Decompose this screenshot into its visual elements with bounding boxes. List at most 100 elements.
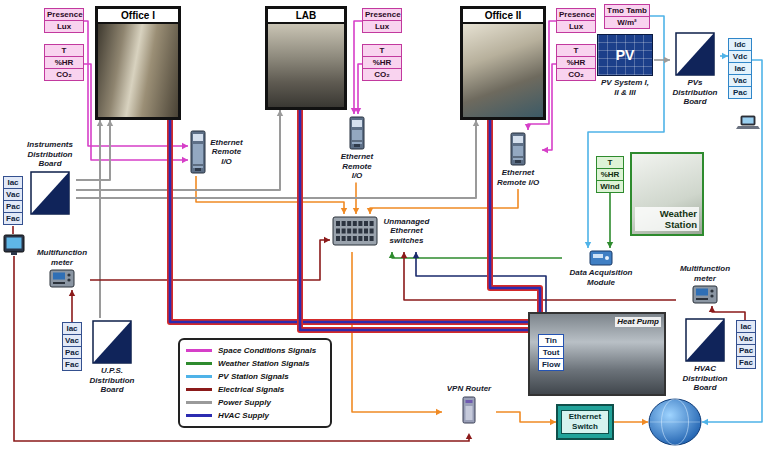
- drawing-part: [710, 289, 713, 292]
- hvac-supply-blue: [170, 120, 528, 322]
- hvac-supply-red: [170, 120, 528, 322]
- drawing-part: [358, 221, 362, 226]
- drawing-part: [675, 32, 715, 76]
- signal-connector: [76, 120, 113, 180]
- drawing-part: [649, 399, 701, 445]
- pv-array: PV PV System I, II & III: [596, 32, 654, 99]
- arrow-head: [585, 242, 591, 248]
- hvac-supply-line: [170, 120, 528, 322]
- drawing-part: [49, 269, 75, 288]
- drawing-part: [190, 130, 206, 174]
- signal-connector: [389, 252, 562, 258]
- connector-line: [196, 176, 344, 214]
- legend-row: Electrical Signals: [186, 383, 324, 396]
- electrical-wire: [14, 256, 469, 441]
- heat-pump: Heat PumpTinToutFlow: [528, 312, 666, 396]
- drawing-part: [513, 157, 523, 158]
- drawing-part: [589, 250, 613, 266]
- device-label: Instruments Distribution Board: [26, 140, 74, 169]
- signal-cell: Fac: [62, 358, 82, 371]
- device-label: Ethernet Remote I/O: [496, 168, 540, 187]
- signal-cell: W/m²: [604, 16, 650, 29]
- distribution-board: HVAC Distribution Board: [678, 316, 732, 395]
- drawing-part: [686, 319, 724, 361]
- arrow-head: [642, 419, 648, 425]
- drawing-part: [7, 238, 22, 249]
- drawing-part: [53, 273, 65, 280]
- room-photo: Office I: [95, 6, 181, 120]
- signal-connector: [76, 110, 283, 190]
- sensor-box: PresenceLux: [556, 8, 596, 33]
- legend-row: Power Supply: [186, 396, 324, 409]
- signal-connector: [97, 120, 103, 318]
- drawing-part: [53, 282, 65, 284]
- connector-line: [392, 252, 562, 258]
- legend-row: Weather Station Signals: [186, 357, 324, 370]
- device-label: VPN Router: [447, 384, 491, 394]
- drawing-part: [342, 221, 346, 226]
- drawing-part: [364, 229, 368, 234]
- meter-symbol: [49, 269, 75, 288]
- signal-connector: [614, 419, 648, 425]
- signal-connector: [76, 120, 479, 198]
- arrow-head: [436, 409, 442, 415]
- drawing-part: [347, 221, 351, 226]
- signal-cell: CO₂: [556, 68, 596, 81]
- distribution-board-symbol: [92, 320, 132, 364]
- drawing-part: [353, 229, 357, 234]
- connector-line: [354, 21, 362, 114]
- arrow-head: [341, 208, 347, 214]
- device-label: U.P.S. Distribution Board: [86, 366, 138, 395]
- weather-station: Weather Station: [630, 152, 704, 236]
- drawing-part: [191, 131, 205, 173]
- legend-text: PV Station Signals: [218, 372, 289, 382]
- room-title: LAB: [268, 9, 344, 24]
- drawing-part: [605, 256, 609, 260]
- drawing-part: [466, 400, 473, 403]
- device-label: PV System I, II & III: [598, 78, 652, 97]
- legend-row: HVAC Supply: [186, 409, 324, 422]
- signal-connector: [69, 290, 75, 322]
- legend-line-sample: [186, 388, 212, 391]
- drawing-part: [353, 236, 357, 241]
- signal-connector: [196, 176, 347, 214]
- drawing-part: [93, 321, 131, 363]
- arrow-head: [709, 306, 715, 312]
- distribution-board: Instruments Distribution Board: [24, 138, 76, 217]
- remote-io-symbol: [190, 130, 206, 174]
- drawing-part: [50, 270, 74, 287]
- remote-io-module: Ethernet Remote I/O: [494, 130, 542, 189]
- connector-line: [609, 193, 611, 248]
- arrow-head: [367, 208, 373, 214]
- drawing-part: [349, 116, 365, 150]
- measurement-box: IdcVdcIacVacPac: [728, 38, 752, 99]
- panel-text: PV: [616, 47, 635, 63]
- signal-cell: CO₂: [44, 68, 84, 81]
- signal-connector: [90, 237, 330, 280]
- device-label: Data Acquisition Module: [564, 268, 638, 287]
- drawing-part: [513, 146, 523, 160]
- remote-io-symbol: [349, 116, 365, 150]
- signal-cell: Fac: [3, 212, 23, 225]
- arrow-head: [353, 208, 359, 214]
- device-label: Multifunction meter: [36, 248, 88, 267]
- drawing-part: [741, 116, 755, 125]
- distribution-board-symbol: [30, 171, 70, 215]
- drawing-part: [31, 172, 69, 214]
- drawing-part: [693, 286, 717, 303]
- device-label: Ethernet Remote I/O: [209, 138, 244, 167]
- multifunction-meter: Multifunction meter: [676, 262, 734, 306]
- drawing-part: [358, 236, 362, 241]
- ethernet-switch: Ethernet Switch: [556, 404, 614, 440]
- distribution-board: PVs Distribution Board: [670, 30, 720, 109]
- drawing-part: [347, 236, 351, 241]
- drawing-part: [353, 221, 357, 226]
- arrow-head: [107, 120, 113, 126]
- meter-symbol: [692, 285, 718, 304]
- connector-line: [76, 120, 476, 198]
- arrow-head: [97, 120, 103, 126]
- drawing-part: [696, 298, 708, 300]
- sensor-box: T%HRWind: [596, 156, 624, 193]
- internet-globe: http://www: [648, 398, 702, 446]
